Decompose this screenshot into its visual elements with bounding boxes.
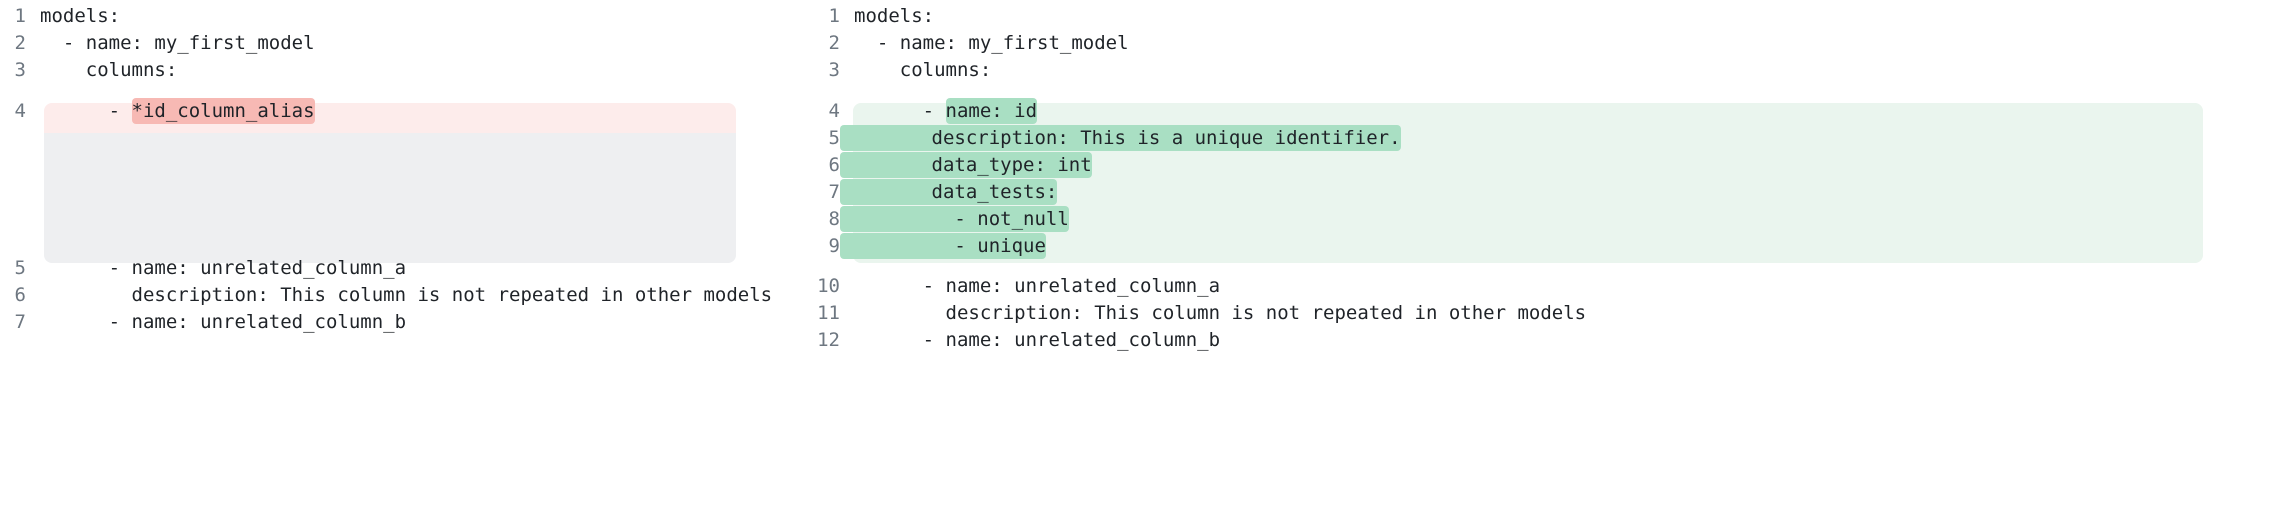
line-number: 1 — [828, 5, 840, 27]
line-number: 5 — [828, 127, 840, 149]
line-content: data_tests: — [840, 179, 2278, 206]
line-content: - not_null — [840, 206, 2278, 233]
line-number: 8 — [828, 208, 840, 230]
diff-pane-after: 1 models: 2 - name: my_first_model 3 col… — [800, 0, 2278, 528]
code-lines-before: 1 models: 2 - name: my_first_model 3 col… — [0, 3, 800, 336]
code-line[interactable]: 11 description: This column is not repea… — [800, 300, 2278, 327]
code-line[interactable]: 1 models: — [0, 3, 800, 30]
line-content: - name: my_first_model — [876, 32, 1129, 54]
line-number: 4 — [828, 100, 840, 122]
code-line[interactable]: 5 - name: unrelated_column_a — [0, 255, 800, 282]
line-number: 6 — [14, 284, 26, 306]
line-content: - name: my_first_model — [62, 32, 315, 54]
line-number: 11 — [817, 302, 840, 324]
line-content: - name: id — [922, 98, 1038, 124]
code-line[interactable]: 7 - name: unrelated_column_b — [0, 309, 800, 336]
line-number: 2 — [14, 32, 26, 54]
line-content: models: — [854, 5, 935, 27]
code-line-added[interactable]: 9 - unique — [800, 233, 2278, 260]
line-number: 7 — [828, 181, 840, 203]
diff-block-gap — [0, 84, 800, 98]
line-number: 9 — [828, 235, 840, 257]
code-line-added[interactable]: 7 data_tests: — [800, 179, 2278, 206]
line-content: - name: unrelated_column_b — [922, 329, 1221, 351]
line-content: - unique — [840, 233, 2278, 260]
diff-block-gap — [800, 260, 2278, 273]
line-content: description: This column is not repeated… — [945, 302, 1587, 324]
line-content: - name: unrelated_column_a — [922, 275, 1221, 297]
line-number: 3 — [14, 59, 26, 81]
removed-word-highlight: *id_column_alias — [131, 98, 315, 124]
line-number: 2 — [828, 32, 840, 54]
code-line[interactable]: 2 - name: my_first_model — [800, 30, 2278, 57]
code-lines-after: 1 models: 2 - name: my_first_model 3 col… — [800, 3, 2278, 354]
code-line[interactable]: 2 - name: my_first_model — [0, 30, 800, 57]
added-word-highlight: data_type: int — [840, 152, 1092, 178]
added-word-highlight: data_tests: — [840, 179, 1058, 205]
code-line[interactable]: 3 columns: — [800, 57, 2278, 84]
code-line[interactable]: 3 columns: — [0, 57, 800, 84]
line-number: 5 — [14, 257, 26, 279]
line-content: - *id_column_alias — [108, 98, 315, 124]
line-content: - name: unrelated_column_b — [108, 311, 407, 333]
code-line-added[interactable]: 8 - not_null — [800, 206, 2278, 233]
line-content: models: — [40, 5, 121, 27]
code-line[interactable]: 12 - name: unrelated_column_b — [800, 327, 2278, 354]
line-content: description: This column is not repeated… — [131, 284, 773, 306]
line-number: 12 — [817, 329, 840, 351]
code-line-added[interactable]: 5 description: This is a unique identifi… — [800, 125, 2278, 152]
code-line-removed[interactable]: 4 - *id_column_alias — [0, 98, 800, 125]
diff-block-gap — [800, 84, 2278, 98]
line-number: 1 — [14, 5, 26, 27]
line-number: 4 — [14, 100, 26, 122]
line-content: data_type: int — [840, 152, 2278, 179]
line-number: 6 — [828, 154, 840, 176]
line-content: - name: unrelated_column_a — [108, 257, 407, 279]
line-number: 7 — [14, 311, 26, 333]
line-content: columns: — [85, 59, 178, 81]
diff-pane-before: 1 models: 2 - name: my_first_model 3 col… — [0, 0, 800, 528]
diff-filler-background — [44, 133, 736, 263]
line-number: 10 — [817, 275, 840, 297]
added-word-highlight: name: id — [945, 98, 1038, 124]
added-word-highlight: description: This is a unique identifier… — [840, 125, 1401, 151]
code-line[interactable]: 10 - name: unrelated_column_a — [800, 273, 2278, 300]
code-line[interactable]: 6 description: This column is not repeat… — [0, 282, 800, 309]
filler-spacer — [0, 125, 800, 242]
code-line[interactable]: 1 models: — [800, 3, 2278, 30]
added-word-highlight: - not_null — [840, 206, 1069, 232]
line-number: 3 — [828, 59, 840, 81]
code-line-added[interactable]: 6 data_type: int — [800, 152, 2278, 179]
diff-block-gap — [0, 242, 800, 255]
line-content: description: This is a unique identifier… — [840, 125, 2278, 152]
line-content: columns: — [899, 59, 992, 81]
code-line-added[interactable]: 4 - name: id — [800, 98, 2278, 125]
added-word-highlight: - unique — [840, 233, 1046, 259]
